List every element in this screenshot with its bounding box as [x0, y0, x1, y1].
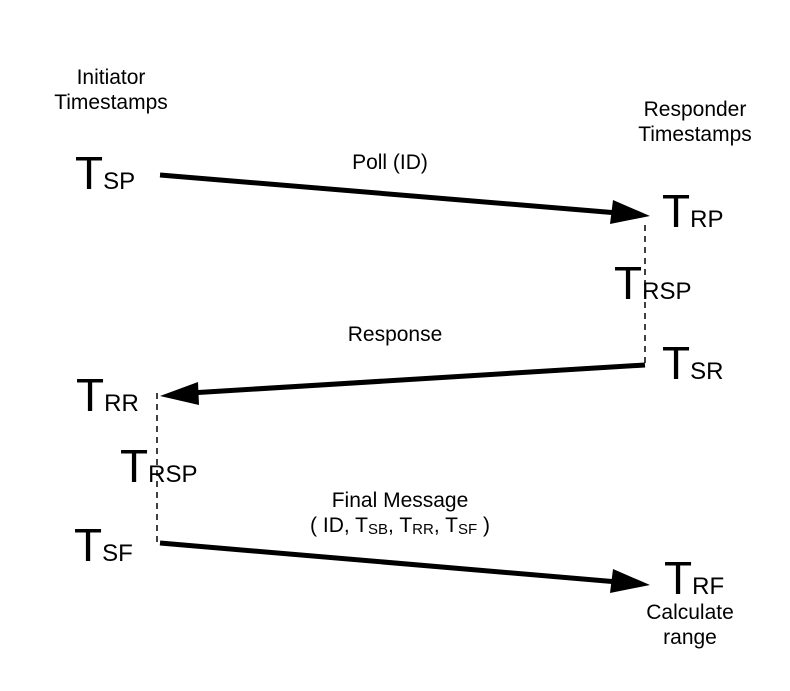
response-arrowhead	[160, 382, 199, 405]
timestamp-t-sf: TSF	[74, 519, 133, 571]
responder-header: Responder Timestamps	[615, 97, 775, 147]
timestamp-t-sp: TSP	[75, 147, 136, 199]
timestamp-t-rsp-initiator: TRSP	[120, 440, 198, 492]
response-arrow	[189, 362, 646, 396]
timestamp-t-rp: TRP	[662, 185, 724, 237]
poll-label: Poll (ID)	[352, 151, 428, 174]
timestamp-t-rr: TRR	[76, 369, 139, 421]
poll-arrow	[159, 172, 619, 216]
final-message-title: Final Message	[331, 489, 469, 512]
response-label: Response	[347, 323, 443, 346]
final-message-arrow	[159, 540, 619, 585]
calculate-range-line2: range	[663, 626, 717, 649]
final-message-params: ( ID, TSB, TRR, TSF )	[310, 514, 490, 538]
initiator-header-line2: Timestamps	[54, 91, 168, 114]
timestamp-t-rf: TRF	[664, 552, 725, 604]
calculate-range-note: Calculate range	[625, 600, 755, 650]
final-message-label: Final Message ( ID, TSB, TRR, TSF )	[260, 488, 540, 542]
timestamp-t-rsp-responder: TRSP	[614, 257, 692, 309]
responder-header-line1: Responder	[643, 98, 747, 121]
poll-arrowhead	[610, 200, 650, 224]
timestamp-t-sr: TSR	[662, 337, 724, 389]
final-message-arrowhead	[610, 569, 650, 593]
initiator-header-line1: Initiator	[76, 66, 146, 89]
calculate-range-line1: Calculate	[646, 601, 734, 624]
responder-header-line2: Timestamps	[638, 123, 752, 146]
initiator-header: Initiator Timestamps	[36, 65, 186, 115]
